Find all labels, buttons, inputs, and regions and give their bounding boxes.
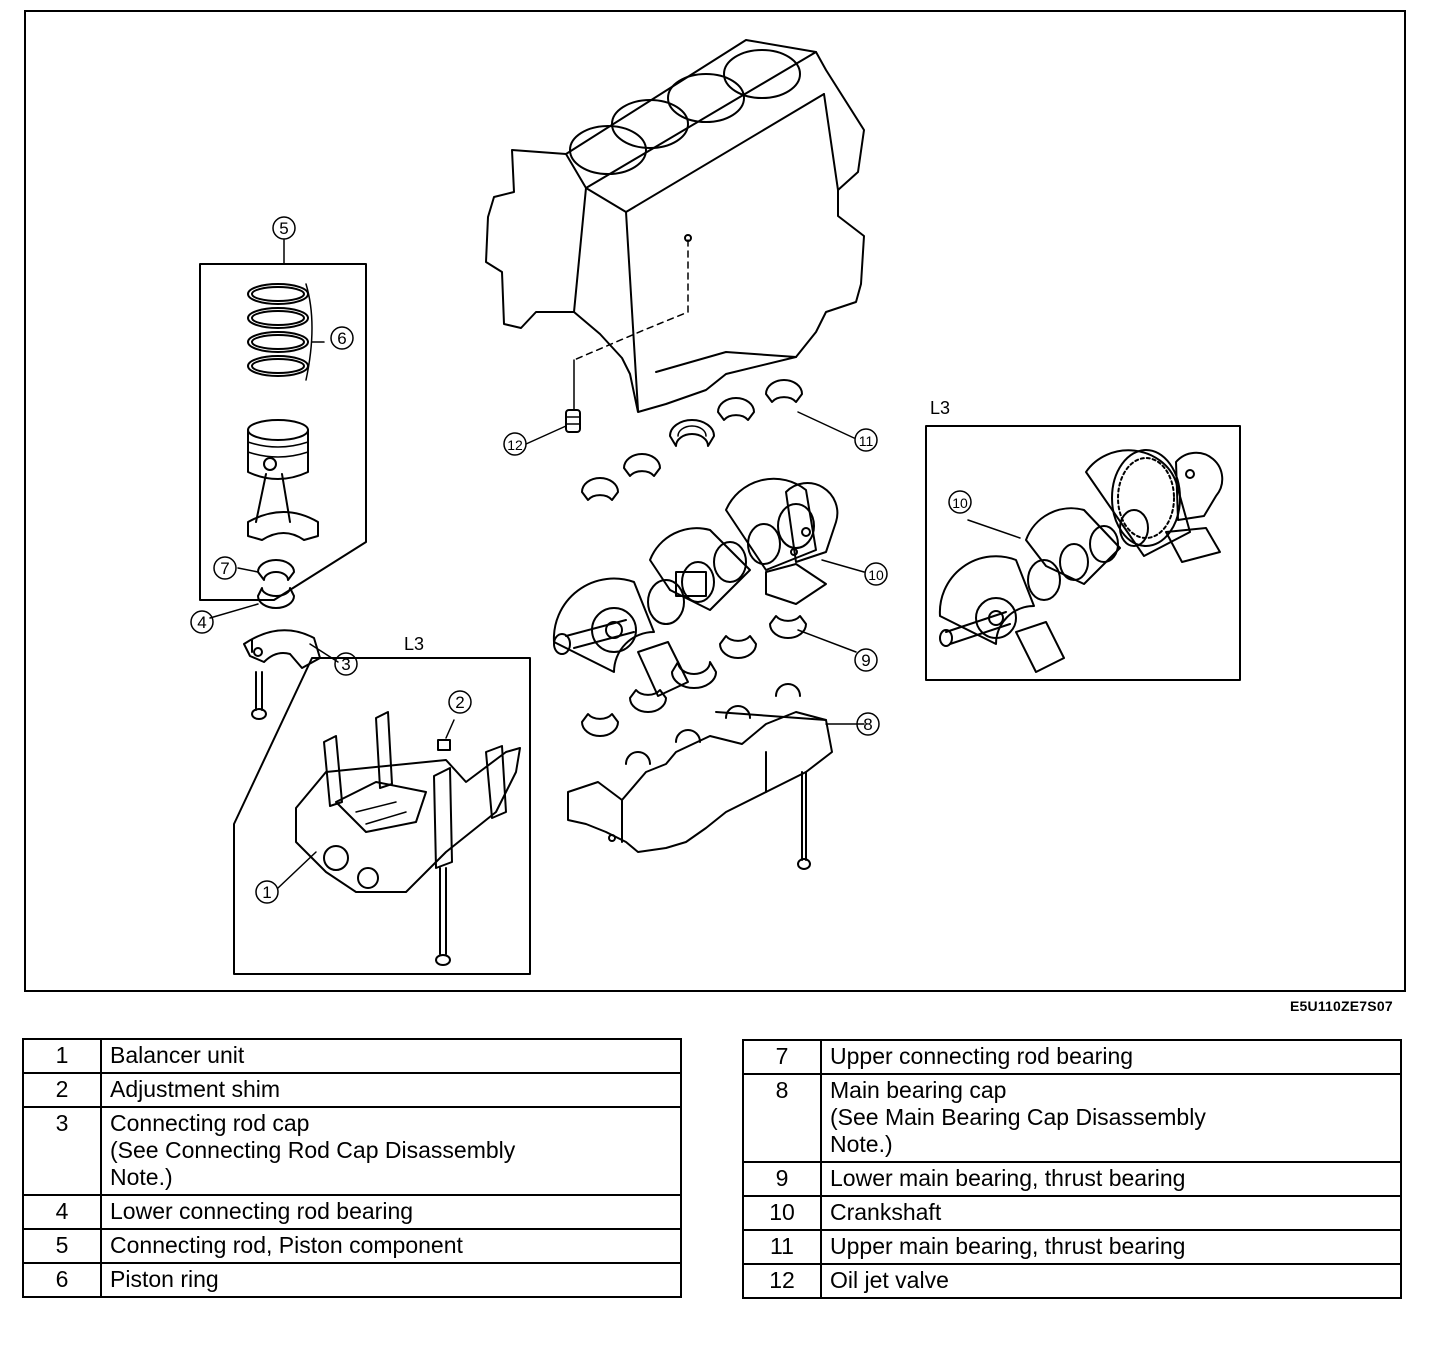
oil-jet-valve — [565, 359, 581, 433]
legend-number: 12 — [742, 1263, 822, 1299]
legend-description: Lower connecting rod bearing — [100, 1194, 682, 1230]
callout-8-text: 8 — [863, 715, 872, 734]
legend-row: 7 Upper connecting rod bearing — [742, 1039, 1402, 1075]
balancer-inset-label: L3 — [404, 634, 424, 654]
callout-2-text: 2 — [455, 693, 464, 712]
legend-number: 6 — [22, 1262, 102, 1298]
legend-description: Balancer unit — [100, 1038, 682, 1074]
legend-number: 3 — [22, 1106, 102, 1196]
callout-6-text: 6 — [337, 329, 346, 348]
legend-description-line: (See Connecting Rod Cap Disassembly — [110, 1137, 516, 1163]
legend-description: Lower main bearing, thrust bearing — [820, 1161, 1402, 1197]
legend-row: 6 Piston ring — [22, 1262, 682, 1298]
exploded-view-drawing: 5 6 7 4 3 2 1 12 11 10 9 8 10 L3 L3 — [26, 12, 1241, 975]
legend-description-line: (See Main Bearing Cap Disassembly — [830, 1104, 1206, 1130]
legend-number: 2 — [22, 1072, 102, 1108]
legend-description: Adjustment shim — [100, 1072, 682, 1108]
legend-number: 5 — [22, 1228, 102, 1264]
legend-description-line: Lower main bearing, thrust bearing — [830, 1165, 1186, 1191]
legend-description-line: Adjustment shim — [110, 1076, 281, 1102]
legend-description: Crankshaft — [820, 1195, 1402, 1231]
upper-main-bearings — [581, 379, 855, 501]
legend-row: 12 Oil jet valve — [742, 1263, 1402, 1299]
legend-description-line: Lower connecting rod bearing — [110, 1198, 414, 1224]
legend-description: Upper main bearing, thrust bearing — [820, 1229, 1402, 1265]
legend-number: 8 — [742, 1073, 822, 1163]
callout-10-text: 10 — [868, 567, 884, 583]
callout-12-text: 12 — [507, 437, 523, 453]
callout-9-text: 9 — [861, 651, 870, 670]
callout-11 — [854, 428, 878, 452]
legend-row: 11 Upper main bearing, thrust bearing — [742, 1229, 1402, 1265]
callout-3 — [334, 652, 358, 676]
legend-description-line: Crankshaft — [830, 1199, 942, 1225]
crankshaft-inset — [925, 425, 1241, 681]
callout-11-text: 11 — [859, 433, 874, 449]
callout-3-text: 3 — [341, 655, 350, 674]
legend-number: 9 — [742, 1161, 822, 1197]
callout-7 — [213, 556, 237, 580]
callout-10 — [864, 562, 888, 586]
figure-code: E5U110ZE7S07 — [1290, 998, 1393, 1014]
legend-description: Upper connecting rod bearing — [820, 1039, 1402, 1075]
legend-description-line: Upper connecting rod bearing — [830, 1043, 1134, 1069]
callout-1-text: 1 — [262, 883, 271, 902]
crankshaft-inset-label: L3 — [930, 398, 950, 418]
piston-inset — [199, 263, 367, 601]
legend-description: Piston ring — [100, 1262, 682, 1298]
legend-description-line: Note.) — [110, 1164, 173, 1190]
legend-number: 7 — [742, 1039, 822, 1075]
exploded-view-figure: 5 6 7 4 3 2 1 12 11 10 9 8 10 L3 L3 — [24, 10, 1406, 992]
callout-1 — [255, 880, 279, 904]
legend-row: 9 Lower main bearing, thrust bearing — [742, 1161, 1402, 1197]
legend-description: Oil jet valve — [820, 1263, 1402, 1299]
cylinder-block — [486, 40, 865, 413]
lower-main-bearings — [581, 615, 857, 737]
legend-description: Connecting rod, Piston component — [100, 1228, 682, 1264]
legend-number: 10 — [742, 1195, 822, 1231]
callout-5-text: 5 — [279, 219, 288, 238]
callout-10-inset-text: 10 — [952, 495, 968, 511]
legend-description-line: Note.) — [830, 1131, 893, 1157]
legend-row: 2 Adjustment shim — [22, 1072, 682, 1108]
rod-cap-and-bearing — [209, 587, 339, 720]
callout-5 — [272, 216, 296, 240]
callout-9 — [854, 648, 878, 672]
legend-description: Connecting rod cap(See Connecting Rod Ca… — [100, 1106, 682, 1196]
legend-number: 11 — [742, 1229, 822, 1265]
callout-6 — [330, 326, 354, 350]
legend-description-line: Main bearing cap — [830, 1077, 1007, 1103]
legend-description-line: Connecting rod cap — [110, 1110, 310, 1136]
main-bearing-cap — [567, 683, 865, 870]
callout-8 — [856, 712, 880, 736]
legend-description-line: Upper main bearing, thrust bearing — [830, 1233, 1186, 1259]
legend-description-line: Piston ring — [110, 1266, 219, 1292]
callout-2 — [448, 690, 472, 714]
legend-row: 10 Crankshaft — [742, 1195, 1402, 1231]
balancer-inset — [233, 657, 531, 975]
legend-description-line: Oil jet valve — [830, 1267, 949, 1293]
callout-7-text: 7 — [220, 559, 229, 578]
callout-4 — [190, 610, 214, 634]
callout-10-inset — [948, 490, 972, 514]
legend-row: 4 Lower connecting rod bearing — [22, 1194, 682, 1230]
legend-description: Main bearing cap(See Main Bearing Cap Di… — [820, 1073, 1402, 1163]
legend-row: 1 Balancer unit — [22, 1038, 682, 1074]
legend-row: 5 Connecting rod, Piston component — [22, 1228, 682, 1264]
callout-4-text: 4 — [197, 613, 206, 632]
crankshaft — [552, 477, 865, 697]
legend-number: 1 — [22, 1038, 102, 1074]
legend-description-line: Connecting rod, Piston component — [110, 1232, 463, 1258]
callouts — [190, 216, 972, 904]
legend-description-line: Balancer unit — [110, 1042, 245, 1068]
legend-number: 4 — [22, 1194, 102, 1230]
